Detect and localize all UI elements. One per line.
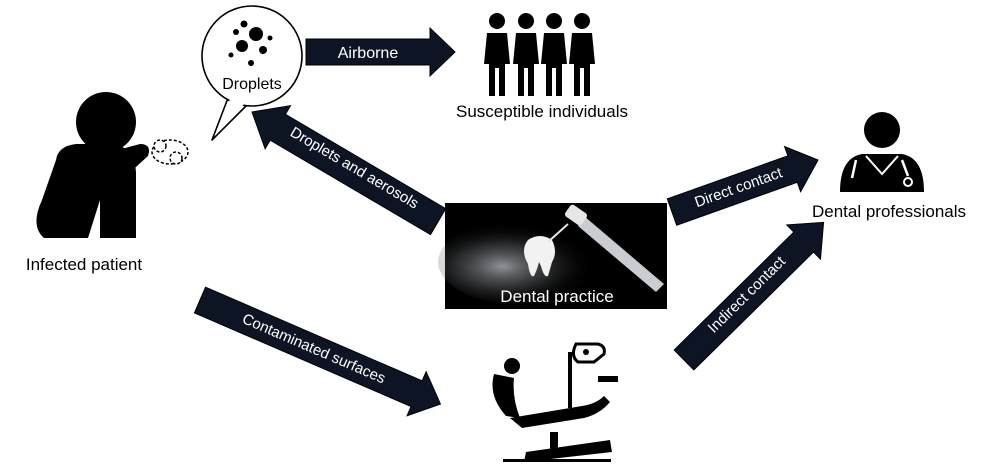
- airborne-arrow: [305, 26, 456, 78]
- contaminated-surfaces-label: Contaminated surfaces: [240, 310, 388, 387]
- dentist-icon: [840, 112, 924, 192]
- handpiece-icon: [547, 204, 664, 292]
- person-2-icon: [513, 13, 539, 96]
- coughing-patient-icon: [36, 92, 149, 238]
- person-4-icon: [569, 13, 595, 96]
- indirect-contact-arrow: [673, 221, 825, 371]
- dental-practice-photo: [438, 203, 667, 309]
- dental-chair-icon: [492, 342, 618, 462]
- person-3-icon: [541, 13, 567, 96]
- infected-patient-label: Infected patient: [26, 255, 143, 274]
- person-1-icon: [484, 13, 510, 96]
- airborne-label: Airborne: [338, 45, 399, 62]
- droplets-label: Droplets: [222, 76, 282, 93]
- tooth-icon: [524, 236, 555, 277]
- dental-professionals-label: Dental professionals: [812, 202, 966, 221]
- cough-puff-icon: [151, 139, 189, 165]
- susceptible-individuals-label: Susceptible individuals: [456, 102, 628, 121]
- droplets-bubble: [201, 5, 303, 141]
- droplets-aerosols-arrow: [251, 105, 447, 236]
- droplets-aerosols-label: Droplets and aerosols: [287, 124, 421, 213]
- droplet-particles-icon: [228, 20, 273, 66]
- direct-contact-arrow: [666, 145, 819, 226]
- susceptible-people-icon: [484, 13, 595, 96]
- dental-practice-label: Dental practice: [500, 287, 613, 306]
- indirect-contact-label: Indirect contact: [705, 252, 790, 336]
- contaminated-surfaces-arrow: [193, 286, 442, 417]
